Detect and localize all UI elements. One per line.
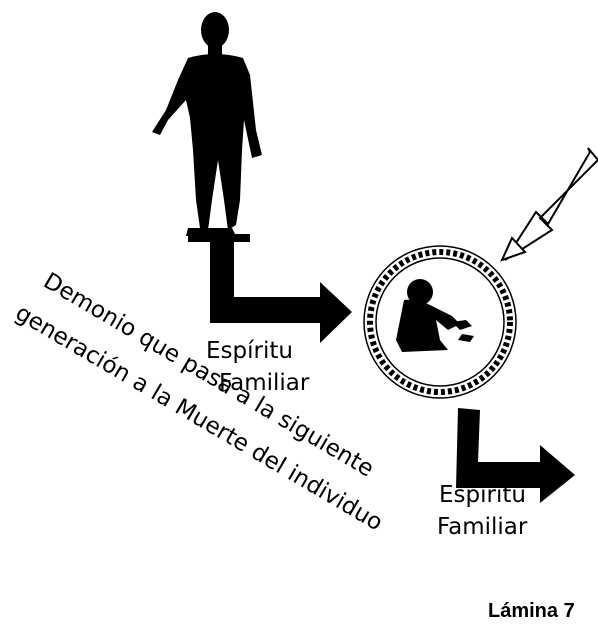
spirit-label-2-line2: Familiar	[437, 516, 527, 539]
spirit-label-2-line1: Espíritu	[439, 484, 526, 507]
standing-man-icon	[152, 12, 262, 236]
bent-arrow-1	[210, 240, 352, 343]
spirit-label-1-line1: Espíritu	[206, 340, 293, 363]
crouching-child-icon	[396, 279, 474, 352]
outline-arrow-icon	[505, 148, 598, 260]
plate-label: Lámina 7	[488, 600, 575, 623]
